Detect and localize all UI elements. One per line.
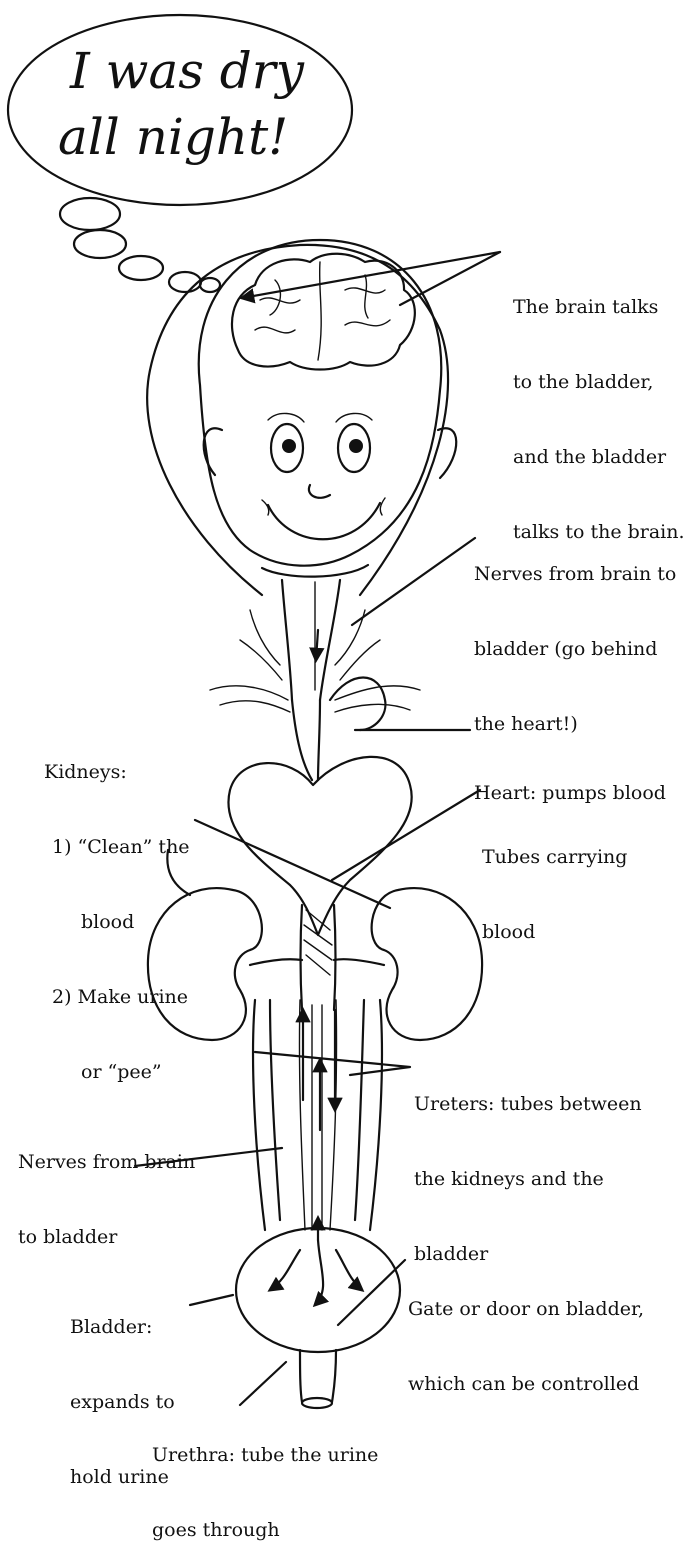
bubble-line-1: I was dry	[70, 42, 304, 100]
label-kidneys-line: blood	[44, 910, 190, 935]
label-kidneys-line: or “pee”	[44, 1060, 190, 1085]
label-nerves-lower-line: Nerves from brain	[18, 1150, 195, 1175]
label-brain-line: The brain talks	[513, 295, 685, 320]
nose	[309, 485, 330, 498]
label-kidneys: Kidneys: 1) “Clean” the blood 2) Make ur…	[44, 710, 190, 1110]
thought-dot-5	[200, 278, 220, 292]
body-outline	[147, 245, 448, 595]
label-nerves-upper: Nerves from brain to bladder (go behind …	[474, 512, 676, 762]
thought-dot-3	[119, 256, 163, 280]
label-ureters-line: the kidneys and the	[414, 1167, 642, 1192]
thought-dot-2	[74, 230, 126, 258]
label-ureters-line: Ureters: tubes between	[414, 1092, 642, 1117]
label-brain-line: to the bladder,	[513, 370, 685, 395]
label-urethra-line: Urethra: tube the urine	[152, 1443, 378, 1468]
label-gate-line: Gate or door on bladder,	[408, 1297, 644, 1322]
right-kidney-icon	[372, 888, 482, 1040]
smile	[268, 503, 380, 539]
label-nerves-lower: Nerves from brain to bladder	[18, 1100, 195, 1275]
label-nerves-lower-line: to bladder	[18, 1225, 195, 1250]
label-bladder-line: Bladder:	[70, 1315, 175, 1340]
label-urethra: Urethra: tube the urine goes through	[152, 1393, 378, 1568]
label-kidneys-line: 2) Make urine	[44, 985, 190, 1010]
label-tubes-line: Tubes carrying	[482, 845, 627, 870]
label-urethra-line: goes through	[152, 1518, 378, 1543]
right-ureter	[370, 1000, 382, 1230]
bubble-line-2: all night!	[58, 108, 288, 166]
label-kidneys-line: 1) “Clean” the	[44, 835, 190, 860]
label-brain-line: and the bladder	[513, 445, 685, 470]
label-nerves-upper-line: bladder (go behind	[474, 637, 676, 662]
label-tubes-line: blood	[482, 920, 627, 945]
label-nerves-upper-line: Nerves from brain to	[474, 562, 676, 587]
label-gate: Gate or door on bladder, which can be co…	[408, 1247, 644, 1422]
thought-dot-1	[60, 198, 120, 230]
thought-dot-4	[169, 272, 201, 292]
label-gate-line: which can be controlled	[408, 1372, 644, 1397]
label-kidneys-line: Kidneys:	[44, 760, 190, 785]
label-tubes: Tubes carrying blood	[482, 795, 627, 970]
left-ureter	[253, 1000, 265, 1230]
diagram-stage: I was dry all night! The brain talks to …	[0, 0, 685, 1452]
